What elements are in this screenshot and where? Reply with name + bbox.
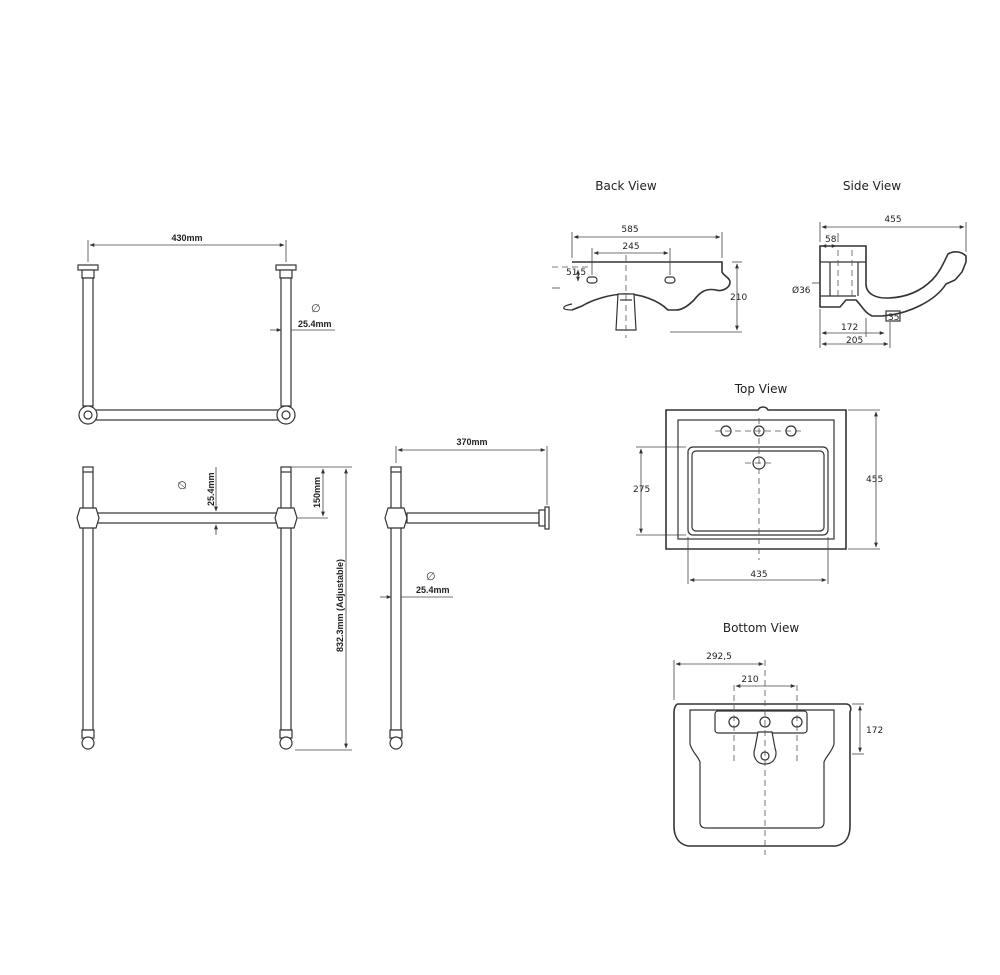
top-view-title: Top View	[734, 382, 788, 396]
side-view-title: Side View	[843, 179, 901, 193]
basin-side-view: Side View 455 58 Ø36 35 172 205	[792, 179, 967, 348]
stand-height-label: 832.3mm (Adjustable)	[335, 559, 345, 652]
left-foot	[81, 736, 95, 750]
right-foot	[279, 736, 293, 750]
bottom-outer-spacing: 292,5	[706, 652, 732, 662]
bottom-waste-outlet	[753, 731, 777, 765]
top-bowl-width: 435	[750, 570, 767, 580]
diameter-symbol: ∅	[311, 302, 321, 315]
side-diameter-symbol: ∅	[176, 480, 189, 490]
side-waste-height: 35	[888, 313, 899, 323]
stand-depth-label: 370mm	[456, 437, 487, 447]
side-depth: 455	[884, 215, 901, 225]
side-diameter: Ø36	[792, 285, 811, 296]
left-leg	[82, 466, 94, 731]
stand-side-view: 25.4mm ∅ 150mm 832.3mm (Adjustable)	[76, 466, 352, 751]
back-right-hole	[664, 276, 676, 284]
bottom-centre-hole	[759, 716, 771, 728]
top-outer-rim	[665, 406, 847, 550]
bottom-view-title: Bottom View	[723, 621, 799, 635]
back-hole-spacing: 245	[622, 242, 639, 252]
bottom-underside-recess	[689, 709, 835, 829]
side-waste-offset: 172	[841, 323, 858, 333]
right-leg-tube	[280, 277, 292, 407]
stand-front-view: 430mm 25.4mm ∅	[77, 233, 335, 425]
top-bowl-depth: 275	[633, 485, 650, 495]
left-wall-flange	[77, 264, 99, 271]
back-height: 210	[730, 293, 747, 303]
basin-top-view: Top View 455 275 435	[633, 382, 883, 584]
side-tube-diameter-label: 25.4mm	[206, 472, 216, 506]
end-rail	[406, 512, 540, 524]
top-bowl	[687, 446, 829, 536]
back-hole-offset: 51,5	[566, 268, 586, 278]
side-rail	[94, 512, 280, 524]
front-tube-diameter-label: 25.4mm	[298, 319, 332, 329]
back-overall-width: 585	[621, 225, 638, 235]
end-foot	[389, 736, 403, 750]
basin-bottom-view: Bottom View 292,5 210 172	[673, 621, 883, 855]
left-leg-tube	[82, 277, 94, 407]
basin-back-view: Back View 585 245 51,5 210	[552, 179, 747, 338]
left-corner-joint	[78, 405, 98, 425]
bottom-outer-outline	[673, 703, 852, 847]
right-wall-flange	[275, 264, 297, 271]
rail-height-label: 150mm	[312, 477, 322, 508]
top-centre-tap-hole	[753, 425, 765, 437]
stand-end-view: 370mm 25.4mm ∅	[380, 437, 550, 750]
back-waste-outlet	[615, 293, 637, 331]
bottom-depth: 172	[866, 726, 883, 736]
back-view-title: Back View	[595, 179, 657, 193]
end-diameter-symbol: ∅	[426, 570, 436, 583]
left-flange-collar	[81, 269, 95, 279]
end-tube-diameter-label: 25.4mm	[416, 585, 450, 595]
side-top-lip: 58	[825, 235, 837, 245]
bottom-rail-tube	[94, 409, 280, 421]
end-wall-flange-collar	[538, 509, 546, 527]
side-waste-box	[885, 310, 901, 322]
end-rail-joint	[384, 507, 408, 529]
left-rail-joint	[76, 507, 100, 529]
right-leg	[280, 466, 292, 731]
end-leg	[390, 466, 402, 731]
back-left-hole	[586, 276, 598, 284]
top-inner-rim	[677, 419, 835, 540]
right-corner-joint	[276, 405, 296, 425]
stand-width-label: 430mm	[171, 233, 202, 243]
right-flange-collar	[279, 269, 293, 279]
right-rail-joint	[274, 507, 298, 529]
top-depth: 455	[866, 475, 883, 485]
side-base-depth: 205	[846, 336, 863, 346]
bottom-inner-spacing: 210	[741, 675, 758, 685]
end-wall-flange	[544, 506, 550, 530]
